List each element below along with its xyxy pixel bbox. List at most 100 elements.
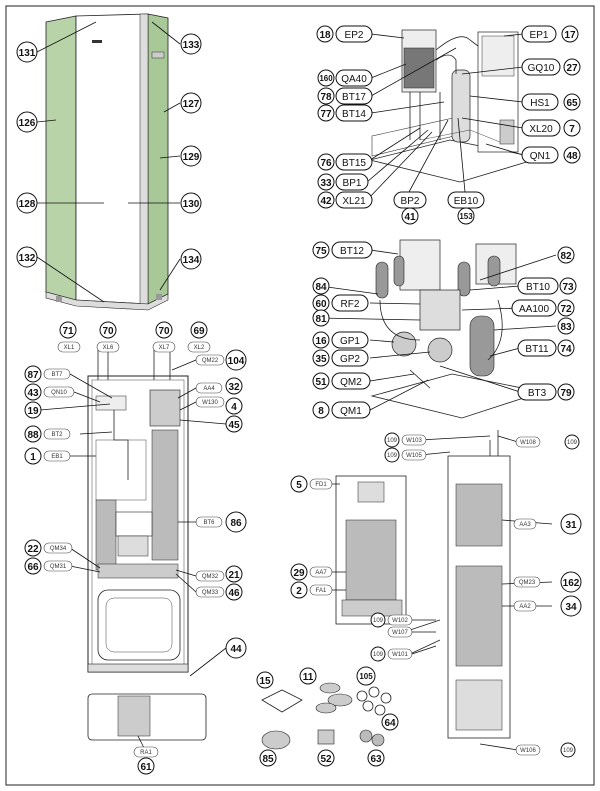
pill-eb1-text: EB1 <box>51 454 63 460</box>
heatpump-bottom-drawing <box>370 239 544 419</box>
pill-qm22 <box>195 354 225 366</box>
pill-aa3-text: AA3 <box>519 522 531 528</box>
electrical-drawing <box>335 430 511 739</box>
pill-w103-text: W103 <box>406 438 422 444</box>
pill-w108 <box>515 436 541 448</box>
pill-w106-text: W106 <box>520 748 536 754</box>
pill-xl1 <box>57 341 81 353</box>
callout-76 <box>317 153 335 171</box>
pill-xl20 <box>521 119 561 137</box>
callout-79-text: 79 <box>560 388 572 399</box>
pill-bp1-text: BP1 <box>343 178 362 189</box>
callout-32-text: 32 <box>228 382 240 393</box>
callout-60-text: 60 <box>315 299 327 310</box>
callout-81-text: 81 <box>315 314 327 325</box>
pill-gp2 <box>331 349 369 367</box>
pill-bp2-text: BP2 <box>401 196 420 207</box>
callout-83 <box>557 317 575 335</box>
pill-fd1-text: FD1 <box>315 482 327 488</box>
pill-hs1-text: HS1 <box>530 98 550 109</box>
pill-w105 <box>401 449 427 461</box>
callout-78-text: 78 <box>320 92 332 103</box>
callout-75 <box>312 241 330 259</box>
callout-160-text: 160 <box>319 74 333 83</box>
pill-bt14-text: BT14 <box>342 109 366 120</box>
callout-41-text: 41 <box>404 212 416 223</box>
pill-xl2 <box>187 341 211 353</box>
pill-aa2 <box>513 600 537 612</box>
callout-83-text: 83 <box>560 322 572 333</box>
cabinet-leaders <box>36 21 181 303</box>
callout-127-text: 127 <box>183 99 200 110</box>
pill-gp1 <box>331 331 369 349</box>
pill-qm32 <box>195 570 225 582</box>
callout-132 <box>16 246 38 268</box>
pill-gq10-text: GQ10 <box>528 63 555 74</box>
pill-aa7 <box>309 566 333 578</box>
heatpump-bottom-leaders <box>319 249 557 411</box>
callout-66 <box>24 557 42 575</box>
heatpump-bottom-callouts: 75 BT12 82 84 BT10 73 60 RF2 AA100 72 81… <box>312 241 577 419</box>
callout-63 <box>367 749 385 767</box>
pill-ra1-text: RA1 <box>140 750 152 756</box>
callout-104-text: 104 <box>228 356 245 367</box>
callout-86 <box>225 511 247 533</box>
callout-46-text: 46 <box>228 588 240 599</box>
pill-bt10-text: BT10 <box>526 282 550 293</box>
pill-qn1-text: QN1 <box>530 151 551 162</box>
callout-19 <box>24 401 42 419</box>
callout-74 <box>557 339 575 357</box>
callout-162 <box>560 571 582 593</box>
pill-ep1-text: EP1 <box>530 30 549 41</box>
callout-21-text: 21 <box>228 570 240 581</box>
pill-w102-text: W102 <box>392 618 408 624</box>
pill-aa3 <box>513 518 537 530</box>
pill-xl7 <box>152 341 176 353</box>
callout-44-text: 44 <box>230 644 242 655</box>
callout-127 <box>180 92 202 114</box>
callout-109-e-text: 109 <box>373 652 384 658</box>
pill-ep2-text: EP2 <box>345 30 364 41</box>
callout-31 <box>560 513 582 535</box>
callout-128 <box>16 192 38 214</box>
callout-7 <box>563 119 581 137</box>
callout-22-text: 22 <box>27 544 39 555</box>
callout-79 <box>557 383 575 401</box>
pill-w103 <box>401 434 427 446</box>
callout-69-text: 69 <box>193 326 205 337</box>
callout-35-text: 35 <box>315 354 327 365</box>
callout-86-text: 86 <box>230 518 242 529</box>
callout-109-b-text: 109 <box>567 440 578 446</box>
callout-104 <box>225 349 247 371</box>
callout-15-text: 15 <box>259 676 271 687</box>
callout-160 <box>317 69 335 87</box>
callout-85 <box>259 749 277 767</box>
pill-xl2-text: XL2 <box>194 345 205 351</box>
callout-19-text: 19 <box>27 406 39 417</box>
callout-33 <box>317 173 335 191</box>
pill-w105-text: W105 <box>406 453 422 459</box>
callout-109-d-text: 109 <box>373 618 384 624</box>
callout-130 <box>180 192 202 214</box>
callout-153-text: 153 <box>459 212 473 221</box>
callout-109-a-text: 109 <box>387 438 398 444</box>
pill-fd1 <box>309 478 333 490</box>
callout-126 <box>16 111 38 133</box>
pill-bt14 <box>335 104 373 122</box>
pill-qa40 <box>335 69 373 87</box>
callout-41 <box>401 207 419 225</box>
pill-ep1 <box>521 25 557 43</box>
pill-ra1 <box>133 746 159 758</box>
pill-bt3 <box>517 383 557 401</box>
pill-qm2 <box>331 372 371 390</box>
pill-hs1 <box>521 93 559 111</box>
pill-bt3-text: BT3 <box>528 388 547 399</box>
pill-bt12-text: BT12 <box>340 246 364 257</box>
pill-bt2 <box>43 428 71 440</box>
pill-bt7-text: BT7 <box>51 372 63 378</box>
callout-43-text: 43 <box>27 388 39 399</box>
callout-11-text: 11 <box>303 672 314 683</box>
pill-qn10-text: QN10 <box>51 390 67 396</box>
callout-44 <box>225 637 247 659</box>
